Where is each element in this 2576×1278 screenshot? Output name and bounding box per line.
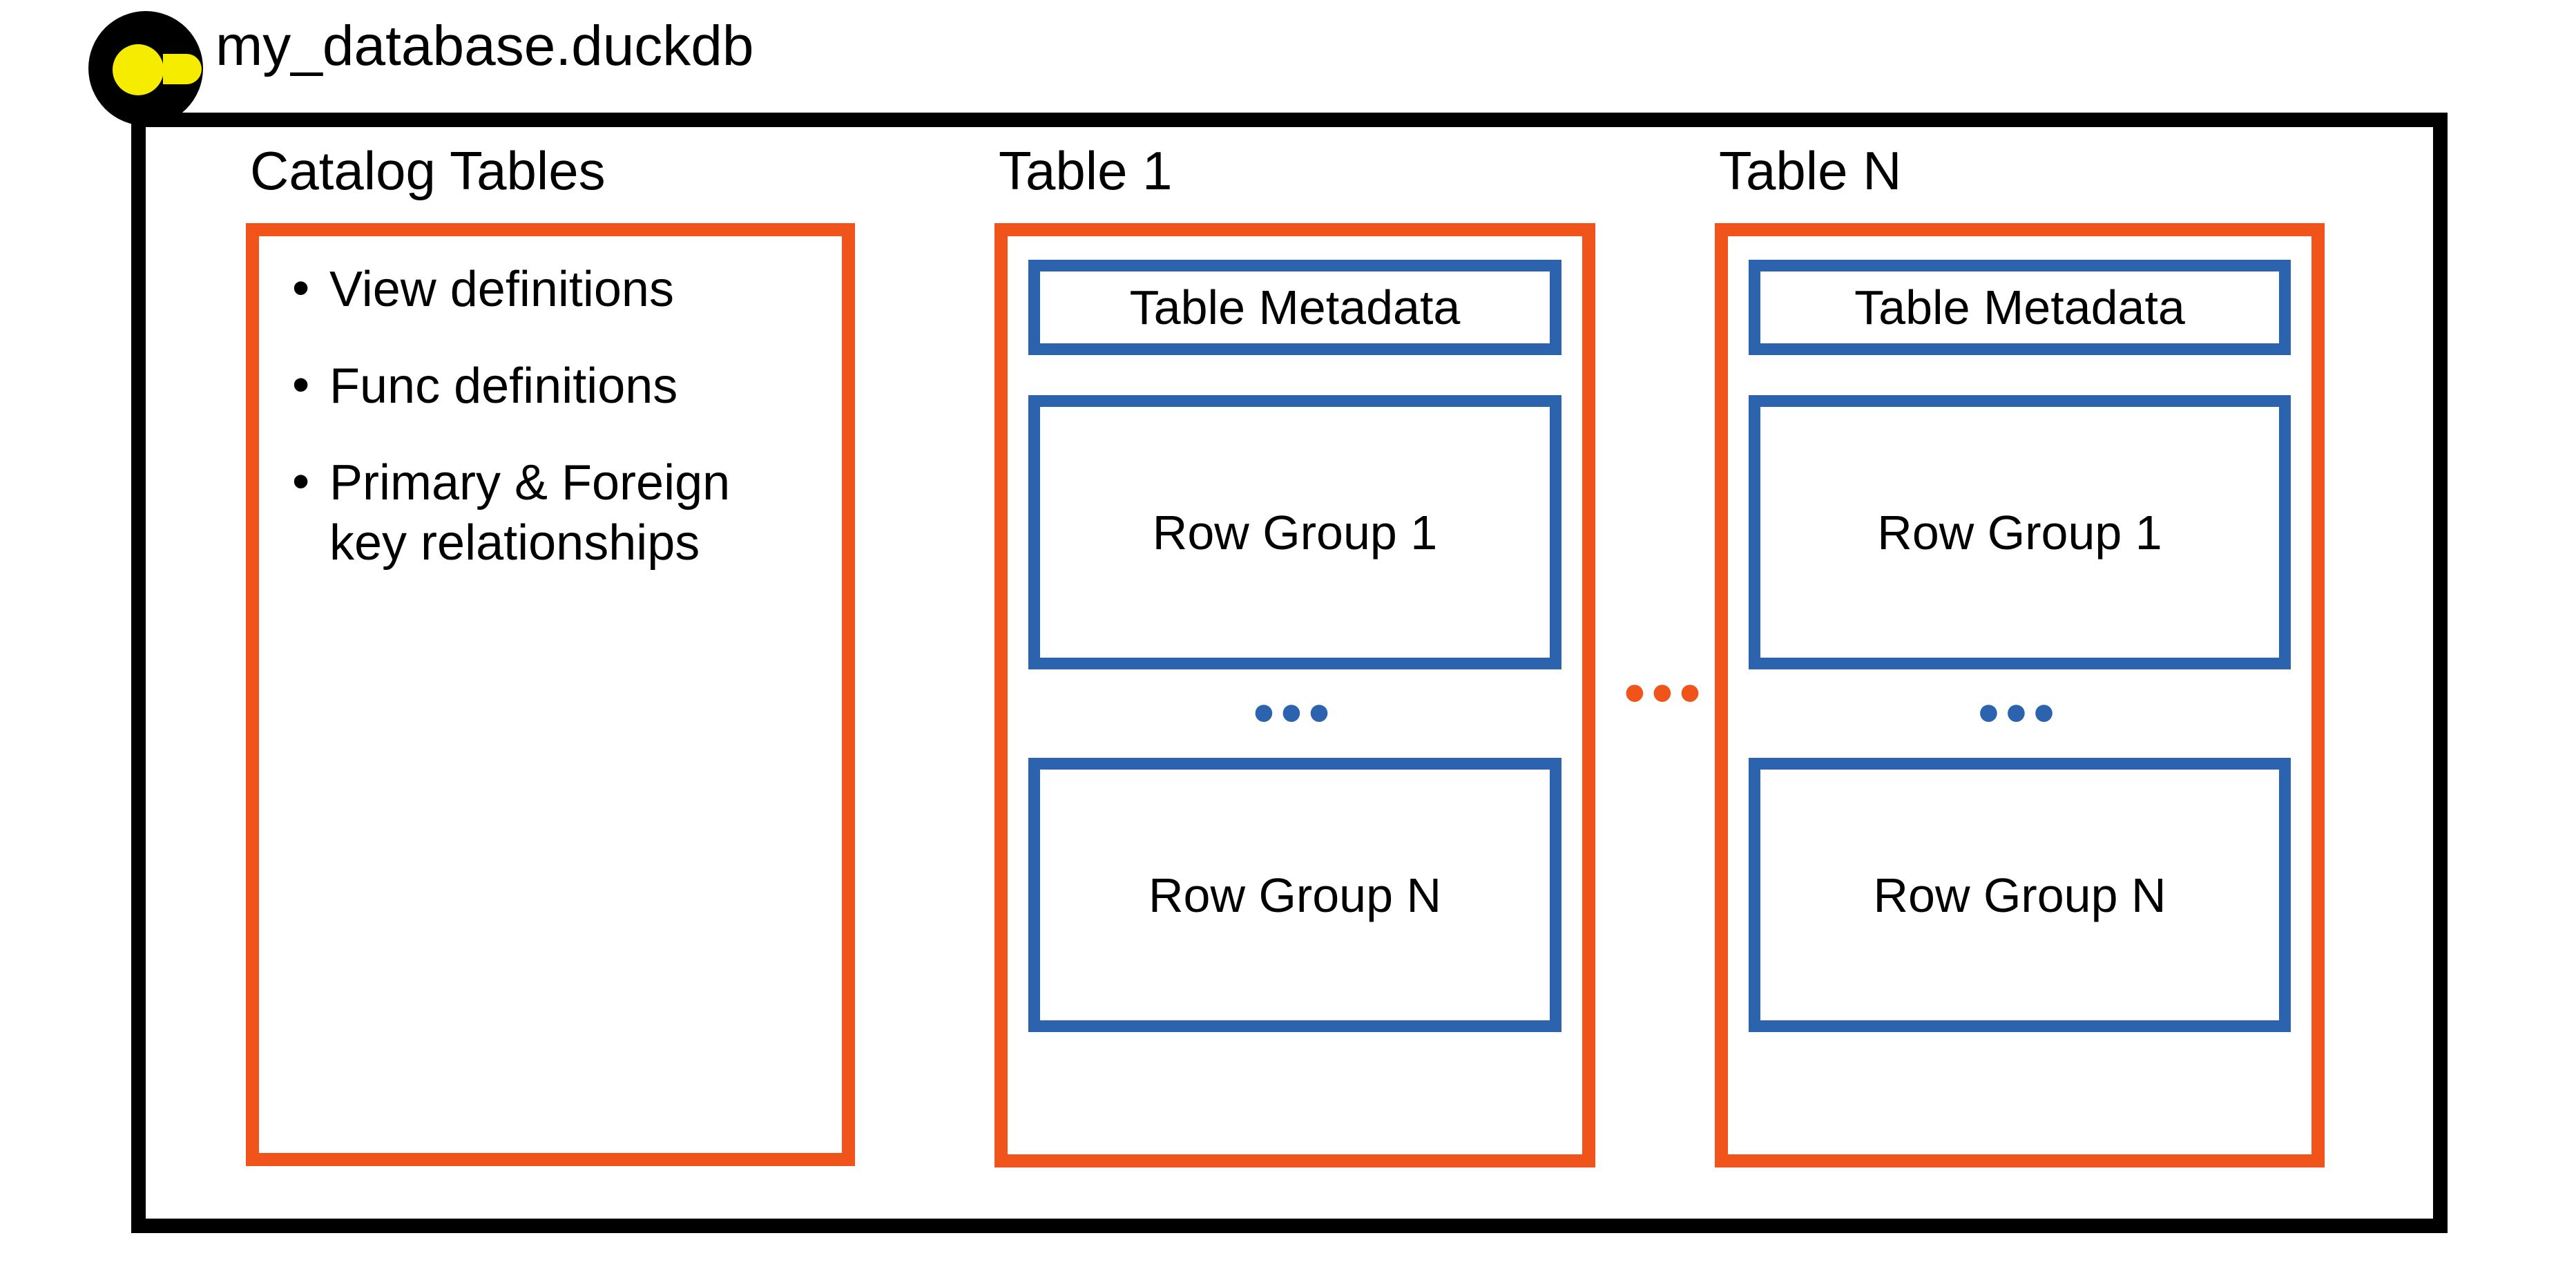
between-tables-ellipsis: •••: [1624, 660, 1708, 726]
row-group-ellipsis: •••: [1978, 680, 2061, 747]
table-first-column: Table 1 Table Metadata Row Group 1 ••• R…: [994, 144, 1595, 1167]
row-group-first-box: Row Group 1: [1028, 395, 1561, 669]
list-item: View definitions: [287, 258, 814, 321]
spacer: [1749, 355, 2291, 395]
catalog-bullet-list: View definitions Func definitions Primar…: [287, 258, 814, 575]
row-group-last-box: Row Group N: [1749, 758, 2291, 1032]
duckdb-logo-icon: [88, 11, 203, 126]
database-title: my_database.duckdb: [215, 15, 754, 77]
list-item: Primary & Foreign key relationships: [287, 452, 814, 575]
list-item: Func definitions: [287, 355, 814, 417]
row-group-ellipsis: •••: [1253, 680, 1337, 747]
table-last-box: Table Metadata Row Group 1 ••• Row Group…: [1715, 223, 2325, 1167]
row-group-first-box: Row Group 1: [1749, 395, 2291, 669]
table-first-heading: Table 1: [999, 140, 1173, 201]
table-first-box: Table Metadata Row Group 1 ••• Row Group…: [994, 223, 1595, 1167]
row-group-last-box: Row Group N: [1028, 758, 1561, 1032]
table-metadata-box: Table Metadata: [1749, 260, 2291, 355]
table-last-heading: Table N: [1719, 140, 1902, 201]
duck-beak-shape: [163, 54, 202, 84]
catalog-tables-box: View definitions Func definitions Primar…: [246, 223, 855, 1166]
table-last-column: Table N Table Metadata Row Group 1 ••• R…: [1715, 144, 2325, 1167]
table-metadata-box: Table Metadata: [1028, 260, 1561, 355]
spacer: [1028, 355, 1561, 395]
catalog-tables-column: Catalog Tables View definitions Func def…: [246, 144, 855, 1166]
catalog-tables-heading: Catalog Tables: [250, 140, 606, 201]
duck-eye-shape: [113, 44, 164, 95]
